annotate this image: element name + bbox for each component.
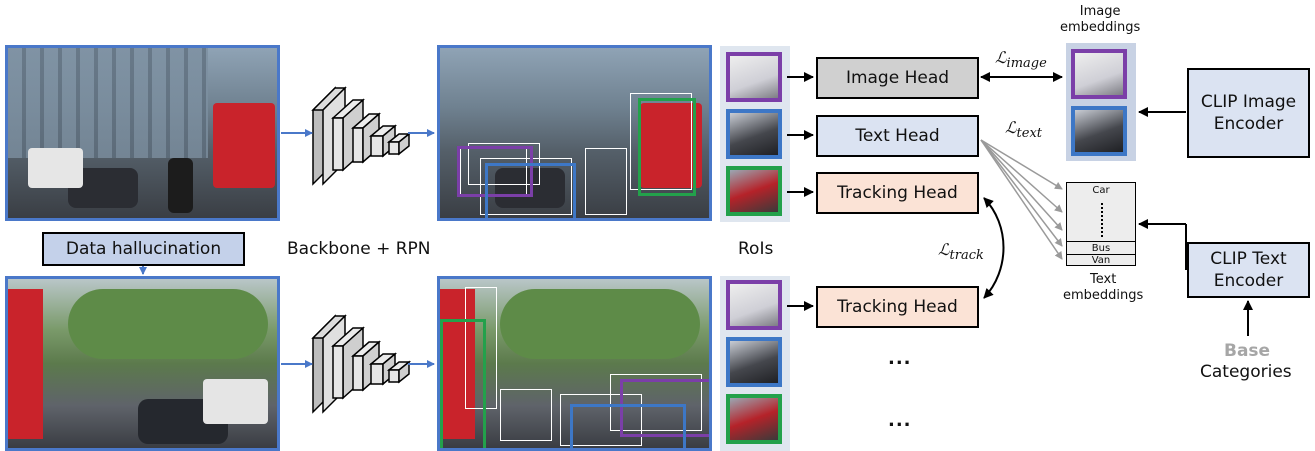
proposal-box	[500, 389, 552, 441]
tracking-head-bottom-box: Tracking Head	[816, 286, 979, 328]
loss-track: ℒtrack	[938, 240, 984, 264]
text-embedding-bus: Bus	[1067, 241, 1135, 254]
van-shape-bottom	[203, 379, 268, 424]
proposal-box	[465, 287, 497, 409]
proposal-box-green	[638, 98, 696, 196]
ellipsis-2: ...	[888, 410, 912, 431]
proposal-box	[610, 374, 702, 431]
text-head-label: Text Head	[855, 126, 940, 146]
building-facade	[8, 48, 208, 158]
rois-label: RoIs	[738, 239, 774, 259]
proposals-image-bottom	[437, 276, 712, 451]
categories-label: Categories	[1200, 362, 1292, 382]
proposal-box	[585, 148, 627, 215]
text-head-box: Text Head	[816, 115, 979, 157]
image-head-box: Image Head	[816, 57, 979, 99]
tree-shape	[68, 289, 268, 359]
data-hallucination-box: Data hallucination	[42, 232, 245, 266]
image-head-label: Image Head	[845, 68, 950, 88]
loss-image: ℒimage	[995, 48, 1047, 72]
clip-text-encoder-box: CLIP Text Encoder	[1187, 242, 1310, 298]
backbone-network-top	[311, 86, 412, 186]
arrow-text-sim-1	[980, 139, 1063, 190]
tracking-head-top-box: Tracking Head	[816, 172, 979, 214]
proposal-box	[630, 93, 692, 190]
bus-shape-bottom	[8, 289, 43, 439]
roi-bus-top	[726, 166, 782, 216]
embedding-vertical-dots	[1101, 203, 1103, 237]
input-image-top	[5, 45, 280, 221]
proposals-image-top	[437, 45, 712, 221]
input-image-bottom	[5, 276, 280, 451]
bus-shape-bottom	[440, 289, 475, 439]
proposal-box-purple	[457, 146, 533, 197]
roi-van-bottom	[726, 280, 782, 330]
image-embeddings-label: Image embeddings	[1060, 4, 1141, 35]
proposal-box	[560, 394, 642, 446]
text-embedding-car: Car	[1092, 185, 1110, 196]
arrow-text-sim-5	[980, 139, 1063, 260]
base-label: Base	[1224, 341, 1271, 361]
clip-text-encoder-label: CLIP Text Encoder	[1210, 249, 1287, 291]
roi-car-bottom	[726, 337, 782, 387]
arrow-text-sim-2	[980, 139, 1063, 213]
backbone-network-bottom	[311, 314, 412, 414]
tracking-head-top-label: Tracking Head	[837, 183, 958, 203]
motorbike-shape	[168, 158, 193, 213]
tree-shape	[500, 289, 700, 359]
image-embedding-car	[1071, 106, 1127, 156]
proposal-box	[480, 158, 572, 215]
backbone-rpn-label: Backbone + RPN	[287, 239, 431, 259]
tracking-head-bottom-label: Tracking Head	[837, 297, 958, 317]
bus-shape	[213, 103, 275, 188]
text-embeddings-label: Text embeddings	[1063, 272, 1144, 303]
roi-car-top	[726, 109, 782, 159]
loss-text: ℒtext	[1005, 118, 1043, 142]
text-embedding-van: Van	[1067, 254, 1135, 267]
proposal-box-blue	[485, 163, 576, 218]
proposal-box-blue	[570, 404, 686, 448]
roi-bus-bottom	[726, 394, 782, 444]
proposal-box-purple	[620, 379, 709, 437]
proposal-box-green	[440, 319, 486, 448]
ellipsis-1: ...	[888, 348, 912, 369]
arrow-text-sim-3	[980, 139, 1063, 231]
roi-van-top	[726, 52, 782, 102]
arrow-text-sim-4	[980, 139, 1063, 247]
text-embeddings-table: Car Bus Van	[1066, 182, 1136, 266]
van-shape	[28, 148, 83, 188]
clip-image-encoder-box: CLIP Image Encoder	[1187, 68, 1310, 158]
clip-image-encoder-label: CLIP Image Encoder	[1200, 92, 1297, 134]
image-embedding-van	[1071, 49, 1127, 99]
data-hallucination-label: Data hallucination	[65, 239, 222, 259]
arrow-track-loss	[983, 197, 1005, 299]
